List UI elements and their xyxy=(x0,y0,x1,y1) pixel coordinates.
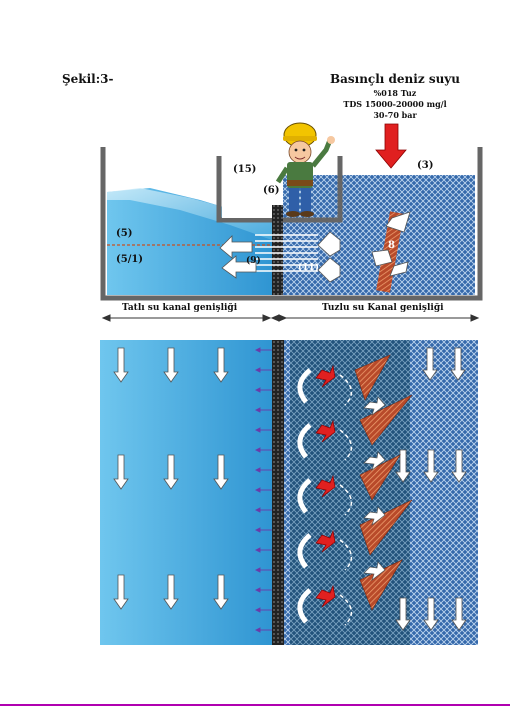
label-15: (15) xyxy=(233,164,256,175)
pressure-salt-ratio: %018 Tuz xyxy=(373,88,417,98)
fresh-down-arrows xyxy=(113,347,229,610)
label-11: (11) xyxy=(298,262,319,273)
width-dimension xyxy=(101,314,480,322)
label-8: 8 xyxy=(388,240,395,251)
flow-lines xyxy=(255,234,318,272)
membrane-top xyxy=(272,205,283,295)
dashed-arcs xyxy=(339,374,353,626)
tank-outer-wall xyxy=(100,147,483,301)
label-5: (5) xyxy=(116,228,132,239)
label-5-1: (5/1) xyxy=(116,254,143,265)
pressure-title: Basınçlı deniz suyu xyxy=(329,72,461,86)
pressure-arrow xyxy=(375,123,407,169)
fresh-water-wave xyxy=(107,188,272,240)
flow-arrows-left xyxy=(219,231,341,283)
red-flow-arrows xyxy=(315,364,336,608)
footer-line xyxy=(0,704,510,706)
top-tank xyxy=(100,122,483,301)
fresh-water-section xyxy=(100,340,272,645)
pressure-bar: 30-70 bar xyxy=(373,110,417,120)
label-3: (3) xyxy=(417,160,433,171)
cross-section xyxy=(100,340,478,645)
fresh-channel-width-label: Tatlı su kanal genişliği xyxy=(122,303,238,313)
pressure-tds: TDS 15000-20000 mg/l xyxy=(343,99,447,109)
worker-figure xyxy=(275,122,335,217)
curved-flow-arrows xyxy=(297,368,312,624)
permeate-arrows xyxy=(254,347,272,633)
diagonal-white-arrows xyxy=(363,396,386,581)
membrane-section xyxy=(272,340,284,645)
chamber-15-wall xyxy=(216,156,343,223)
stirrer-8 xyxy=(371,211,411,293)
salt-channel-width-label: Tuzlu su Kanal genişliği xyxy=(322,303,444,313)
salt-down-arrows xyxy=(395,347,467,631)
label-6: (6) xyxy=(263,185,279,196)
mixer-blades xyxy=(354,354,413,611)
salt-dark-band xyxy=(290,340,410,645)
figure-label: Şekil:3- xyxy=(62,72,114,86)
label-9: (9) xyxy=(246,255,261,266)
